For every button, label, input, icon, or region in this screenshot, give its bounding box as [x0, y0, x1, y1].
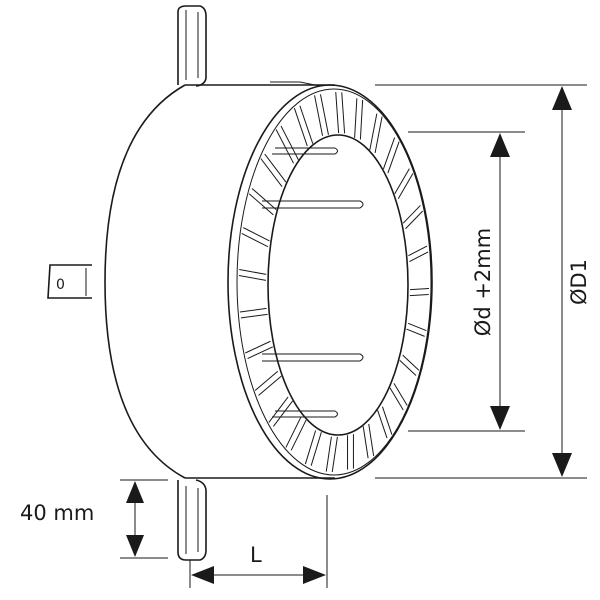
tooth-divider	[239, 307, 268, 319]
tooth-divider	[245, 340, 274, 359]
tooth-divider	[369, 113, 383, 154]
tooth-divider	[304, 430, 322, 466]
tooth-divider	[238, 269, 267, 281]
tooth-divider	[254, 370, 282, 396]
bottom-mounting-tab	[177, 479, 207, 561]
tooth-divider	[354, 98, 364, 140]
inner-ribs	[262, 147, 364, 418]
collar-ring-face	[227, 84, 433, 480]
tooth-divider	[347, 434, 354, 470]
tooth-divider	[394, 168, 414, 199]
tooth-divider	[382, 137, 400, 174]
tooth-divider	[314, 94, 329, 136]
dimension-tab-height: 40 mm	[20, 479, 168, 559]
top-mounting-tab	[177, 5, 207, 87]
tooth-divider	[409, 288, 430, 297]
tooth-divider	[248, 188, 277, 216]
dimension-outer-diameter: ØD1	[375, 84, 591, 479]
outer-diameter-label: ØD1	[567, 259, 591, 305]
intumescent-teeth	[238, 92, 430, 472]
inner-diameter-label: Ød +2mm	[471, 228, 495, 336]
tooth-divider	[260, 153, 287, 187]
tooth-divider	[362, 423, 375, 459]
tooth-divider	[293, 105, 314, 147]
length-label: L	[250, 543, 262, 567]
tooth-divider	[325, 436, 338, 472]
tab-height-label: 40 mm	[20, 501, 94, 525]
tooth-divider	[241, 227, 270, 248]
tooth-divider	[399, 354, 420, 376]
collar-body	[104, 81, 335, 479]
dimension-length: L	[189, 495, 328, 588]
dimension-inner-diameter: Ød +2mm	[408, 131, 525, 432]
tooth-divider	[389, 383, 408, 411]
tooth-divider	[408, 245, 429, 263]
tooth-divider	[406, 322, 427, 337]
tooth-divider	[377, 406, 393, 439]
tooth-divider	[402, 205, 424, 230]
tooth-divider	[335, 92, 346, 134]
tab-mark-label: 0	[56, 277, 65, 293]
side-mounting-tab: 0	[47, 264, 92, 299]
tooth-divider	[268, 396, 293, 427]
tooth-divider	[285, 416, 307, 451]
tooth-divider	[275, 125, 299, 164]
